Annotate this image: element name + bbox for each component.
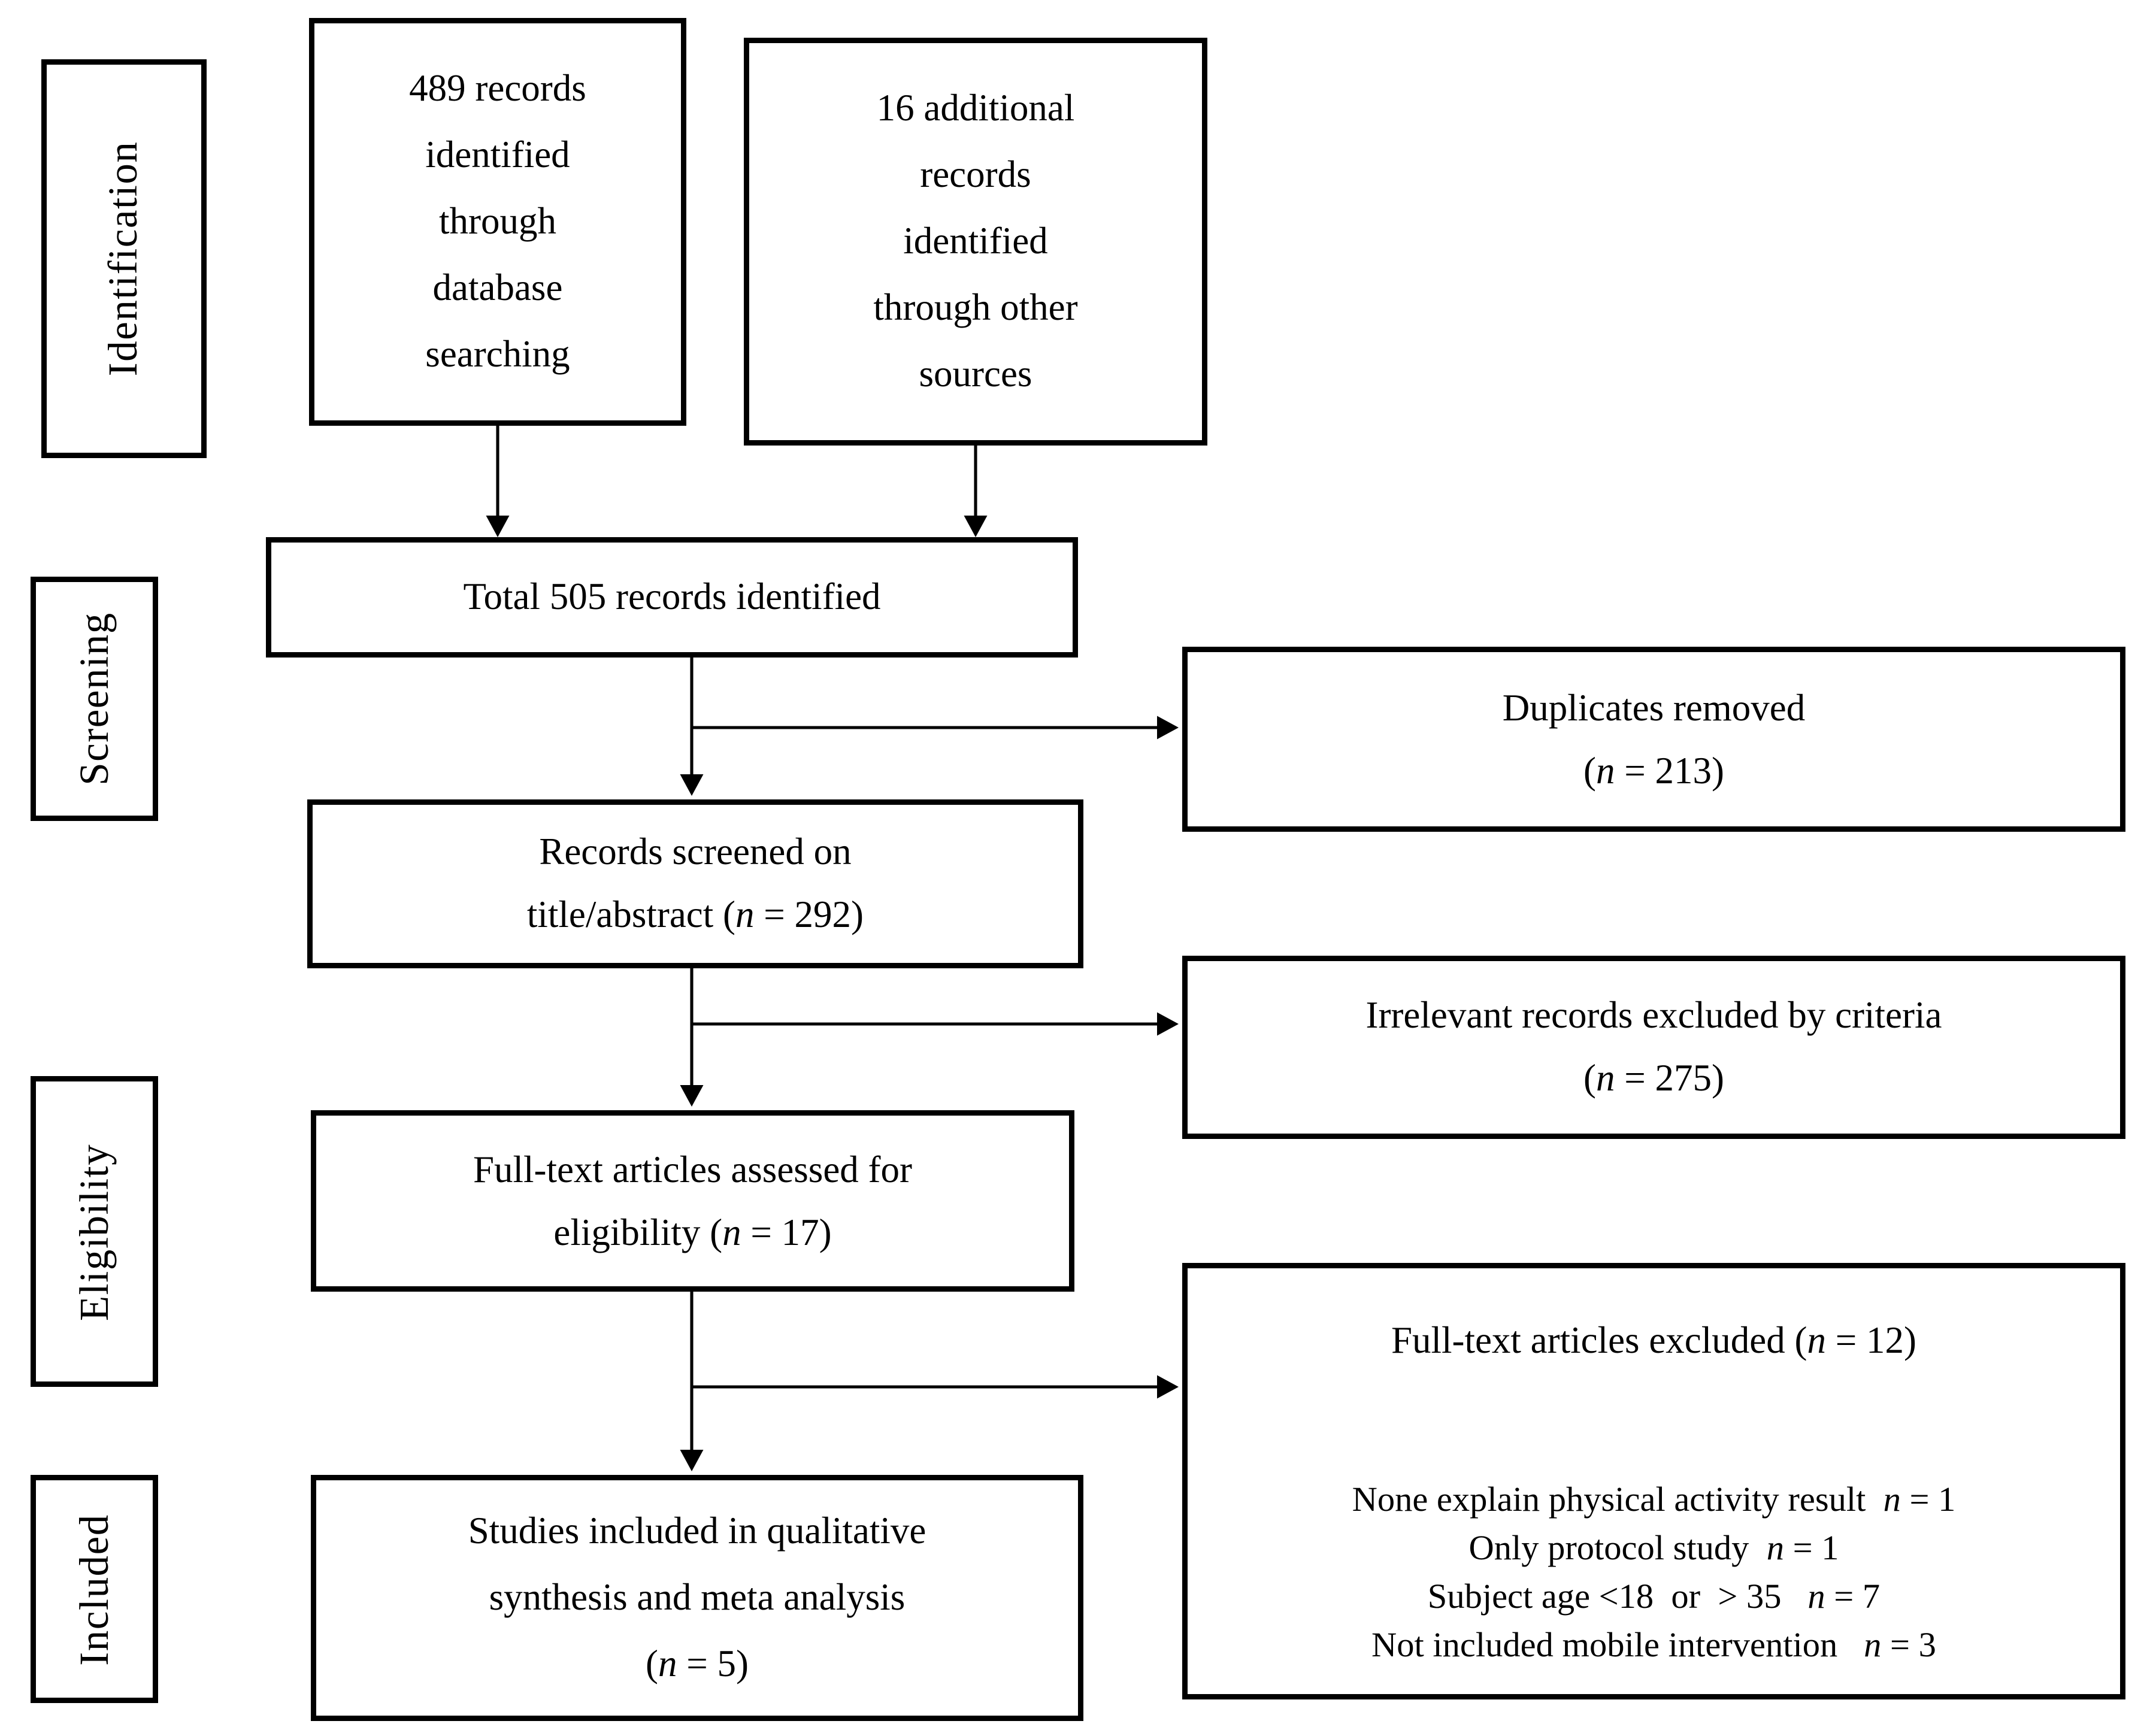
n-symbol: n [1595, 1056, 1615, 1099]
stage-label-text: Included [71, 1513, 116, 1665]
arrow-branch-irrelevant [692, 1012, 1179, 1036]
exclusion-reason: None explain physical activity result n … [1352, 1477, 1956, 1525]
n-symbol: n [722, 1210, 741, 1253]
stage-label-text: Eligibility [71, 1143, 116, 1320]
exclusion-reasons-list: None explain physical activity result n … [1352, 1477, 1956, 1671]
count-prefix: ( [1583, 748, 1596, 792]
stage-label-included: Included [31, 1475, 158, 1703]
exclusion-reason: Subject age <18 or > 35 n = 7 [1352, 1574, 1956, 1622]
stage-label-identification: Identification [41, 59, 207, 458]
stage-label-eligibility: Eligibility [31, 1076, 158, 1387]
count-prefix: Full-text articles excluded ( [1391, 1319, 1807, 1362]
reason-text: Only protocol study [1468, 1531, 1767, 1568]
records-screened-text: Records screened on [539, 830, 852, 873]
stage-label-text: Identification [101, 141, 146, 377]
count-suffix: = 12) [1825, 1319, 1917, 1362]
n-symbol: n [1864, 1628, 1882, 1665]
included-studies-text-2: synthesis and meta analysis [489, 1576, 906, 1619]
included-studies-box: Studies included in qualitative synthesi… [311, 1475, 1083, 1721]
count-suffix: = 213) [1615, 748, 1725, 792]
reason-count: = 7 [1825, 1579, 1881, 1617]
irrelevant-excluded-box: Irrelevant records excluded by criteria … [1182, 956, 2125, 1139]
arrow-db-to-total [486, 426, 510, 537]
exclusion-reason: Only protocol study n = 1 [1352, 1525, 1956, 1574]
n-symbol: n [1766, 1531, 1784, 1568]
n-symbol: n [1883, 1482, 1901, 1520]
included-studies-text-1: Studies included in qualitative [468, 1509, 926, 1552]
stage-label-screening: Screening [31, 577, 158, 821]
reason-text: Subject age <18 or > 35 [1427, 1579, 1808, 1617]
n-symbol: n [1595, 748, 1615, 792]
count-suffix: = 17) [741, 1210, 832, 1253]
fulltext-assessed-box: Full-text articles assessed for eligibil… [311, 1110, 1074, 1292]
irrelevant-excluded-text: Irrelevant records excluded by criteria [1365, 993, 1942, 1037]
count-prefix: eligibility ( [553, 1210, 723, 1253]
total-records-box: Total 505 records identified [266, 537, 1078, 658]
reason-count: = 1 [1900, 1482, 1956, 1520]
duplicates-removed-text: Duplicates removed [1502, 685, 1806, 729]
count-prefix: ( [645, 1642, 658, 1685]
fulltext-excluded-title: Full-text articles excluded (n = 12) [1391, 1315, 1916, 1365]
count-prefix: title/abstract ( [526, 893, 736, 936]
arrow-branch-duplicates [692, 716, 1179, 740]
arrow-screened-to-fulltext [680, 968, 704, 1107]
reason-text: None explain physical activity result [1352, 1482, 1884, 1520]
fulltext-excluded-content: Full-text articles excluded (n = 12) Non… [1188, 1268, 2120, 1694]
count-suffix: = 275) [1615, 1056, 1725, 1099]
included-studies-count: (n = 5) [646, 1631, 749, 1698]
exclusion-reason: Not included mobile intervention n = 3 [1352, 1622, 1956, 1671]
fulltext-excluded-box: Full-text articles excluded (n = 12) Non… [1182, 1263, 2125, 1699]
n-symbol: n [735, 893, 755, 936]
duplicates-removed-box: Duplicates removed (n = 213) [1182, 647, 2125, 832]
stage-label-text: Screening [71, 612, 116, 786]
database-records-text: 489 records identified through database … [409, 66, 586, 375]
total-records-text: Total 505 records identified [463, 575, 881, 618]
arrow-other-to-total [964, 446, 988, 537]
other-sources-box: 16 additional records identified through… [744, 38, 1207, 446]
other-sources-text: 16 additional records identified through… [873, 86, 1078, 395]
count-suffix: = 292) [754, 893, 864, 936]
records-screened-count: title/abstract (n = 292) [527, 884, 864, 947]
count-suffix: = 5) [677, 1642, 749, 1685]
arrow-total-to-screened [680, 658, 704, 796]
reason-text: Not included mobile intervention [1371, 1628, 1864, 1665]
n-symbol: n [658, 1642, 677, 1685]
reason-count: = 3 [1881, 1628, 1936, 1665]
arrow-branch-excluded [692, 1375, 1179, 1399]
arrow-fulltext-to-included [680, 1292, 704, 1471]
database-records-box: 489 records identified through database … [309, 18, 686, 426]
n-symbol: n [1807, 1319, 1826, 1362]
fulltext-assessed-text: Full-text articles assessed for [473, 1147, 913, 1190]
records-screened-box: Records screened on title/abstract (n = … [307, 799, 1083, 968]
fulltext-assessed-count: eligibility (n = 17) [553, 1201, 831, 1264]
n-symbol: n [1807, 1579, 1825, 1617]
reason-count: = 1 [1783, 1531, 1839, 1568]
irrelevant-excluded-count: (n = 275) [1583, 1047, 1724, 1110]
duplicates-removed-count: (n = 213) [1583, 740, 1724, 802]
count-prefix: ( [1583, 1056, 1596, 1099]
